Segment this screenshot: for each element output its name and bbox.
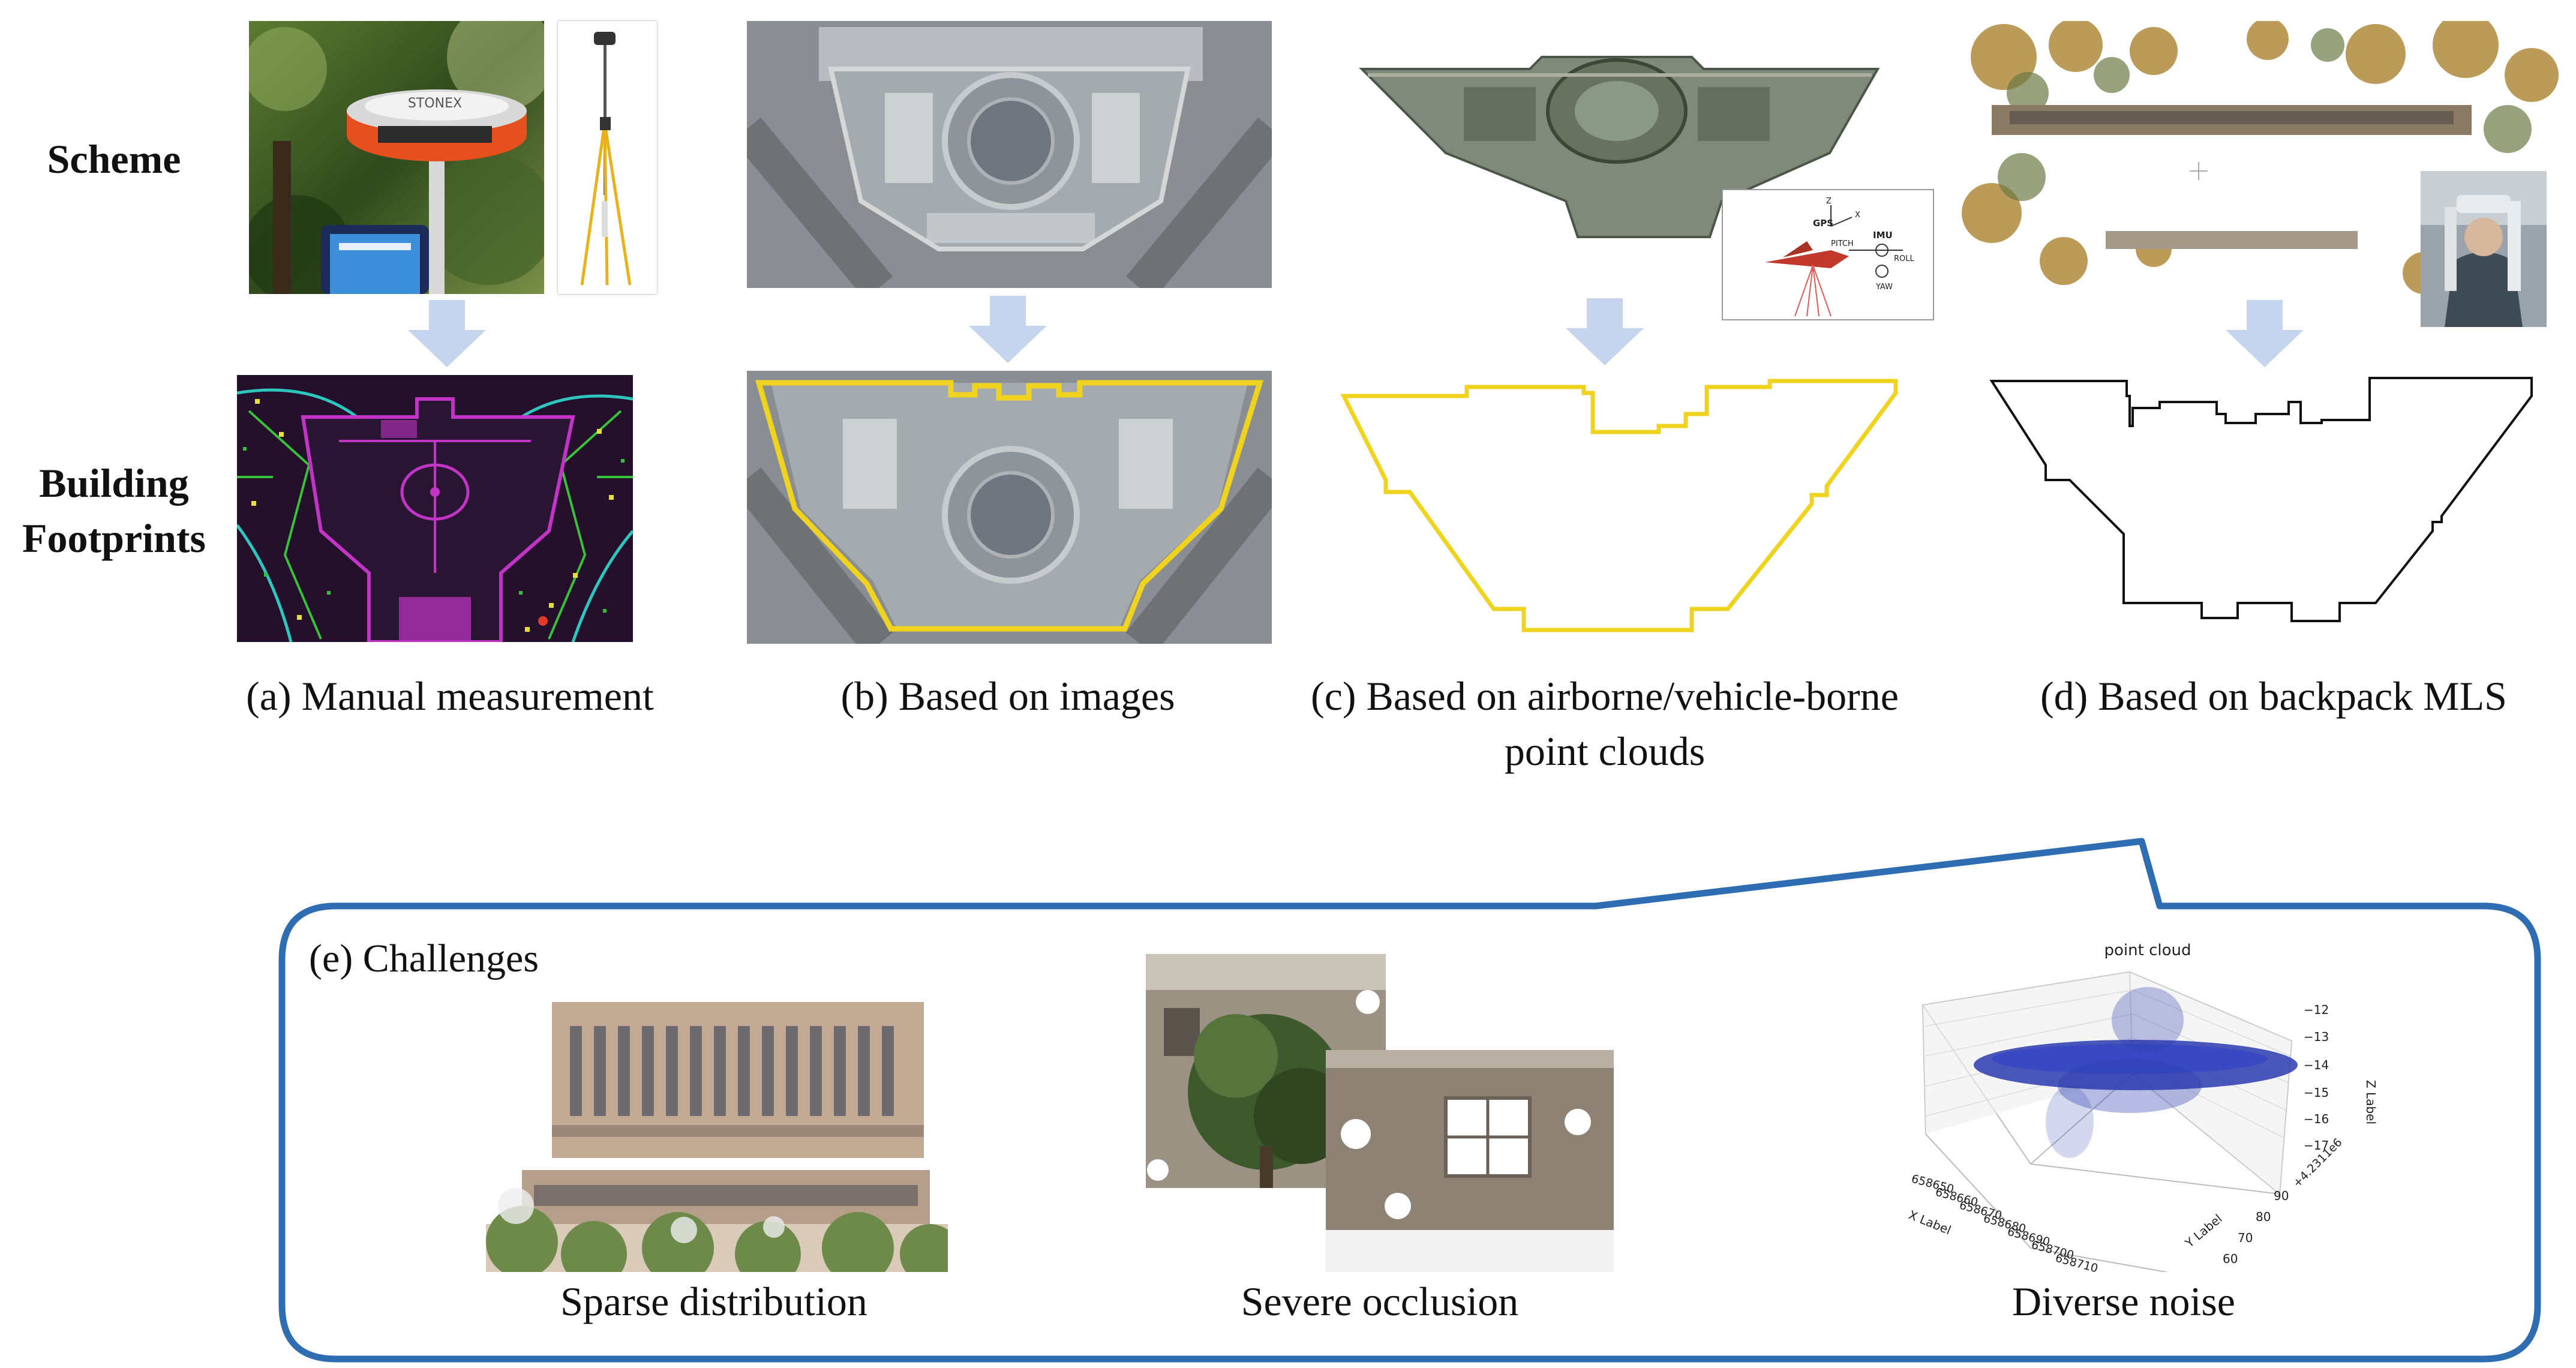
backpack-mls-point-cloud <box>1956 21 2562 294</box>
footprint-outline-yellow-c <box>1340 379 1898 632</box>
inset-roll-label: ROLL <box>1894 254 1915 263</box>
airborne-scanning-inset: GPS Z X IMU PITCH ROLL YAW <box>1722 189 1934 320</box>
caption-diverse-noise: Diverse noise <box>2011 1279 2235 1324</box>
severe-occlusion-image <box>1146 954 1614 1272</box>
satellite-image-footprint <box>747 371 1272 644</box>
backpack-operator-photo <box>2421 171 2547 327</box>
inset-pitch-label: PITCH <box>1831 239 1854 248</box>
inset-z-label: Z <box>1826 197 1832 206</box>
down-arrow-a <box>408 300 486 367</box>
caption-c-line2: point clouds <box>1504 728 1706 774</box>
z-axis-label: Z Label <box>2364 1080 2378 1124</box>
plot-title: point cloud <box>2104 941 2191 959</box>
z-tick-3: −15 <box>2304 1085 2329 1100</box>
point-cloud-3d-plot: point cloud −12 −13 −14 −15 −16 −17 Z La… <box>1907 941 2378 1272</box>
y-tick-3: 90 <box>2274 1189 2289 1203</box>
caption-d: (d) Based on backpack MLS <box>2040 673 2507 719</box>
inset-yaw-label: YAW <box>1875 283 1893 292</box>
point-cloud-scatter <box>1974 987 2298 1158</box>
tripod-photo <box>558 21 657 294</box>
row-label-footprints-line1: Building <box>39 460 189 506</box>
caption-a: (a) Manual measurement <box>246 673 654 719</box>
caption-b: (b) Based on images <box>840 673 1175 719</box>
footprint-outline-yellow-b <box>755 380 1264 632</box>
inset-gps-label: GPS <box>1813 218 1833 229</box>
z-tick-0: −12 <box>2304 1003 2329 1017</box>
caption-c-line1: (c) Based on airborne/vehicle-borne <box>1311 673 1899 719</box>
down-arrow-d <box>2226 300 2304 367</box>
caption-sparse-distribution: Sparse distribution <box>560 1279 867 1324</box>
y-tick-2: 80 <box>2256 1210 2271 1224</box>
y-tick-1: 70 <box>2238 1231 2253 1245</box>
down-arrow-c <box>1566 298 1644 365</box>
inset-x-label: X <box>1855 211 1860 220</box>
z-tick-2: −14 <box>2304 1058 2329 1072</box>
z-tick-4: −16 <box>2304 1112 2329 1126</box>
row-label-footprints: Building Footprints <box>6 456 222 566</box>
x-axis-label: X Label <box>1907 1207 1953 1237</box>
caption-severe-occlusion: Severe occlusion <box>1241 1279 1519 1324</box>
airborne-point-cloud <box>1350 21 1884 261</box>
row-label-scheme: Scheme <box>47 136 181 182</box>
sparse-distribution-image <box>486 990 948 1272</box>
satellite-image-top <box>747 21 1272 288</box>
z-tick-1: −13 <box>2304 1030 2329 1044</box>
caption-c: (c) Based on airborne/vehicle-borne poin… <box>1266 669 1944 779</box>
row-label-footprints-line2: Footprints <box>22 515 206 561</box>
z-tick-5: −17 <box>2304 1138 2329 1153</box>
gnss-brand-text: STONEX <box>408 96 462 111</box>
inset-imu-label: IMU <box>1873 230 1893 241</box>
x-tick-6: 658710 <box>2054 1252 2100 1272</box>
challenges-title: (e) Challenges <box>309 937 539 980</box>
y-tick-0: 60 <box>2223 1252 2238 1266</box>
gnss-receiver-photo: STONEX <box>249 21 544 294</box>
down-arrow-b <box>969 296 1047 363</box>
cad-survey-map <box>237 375 633 642</box>
y-axis-label: Y Label <box>2182 1211 2225 1251</box>
footprint-outline-black-d <box>1989 377 2533 622</box>
